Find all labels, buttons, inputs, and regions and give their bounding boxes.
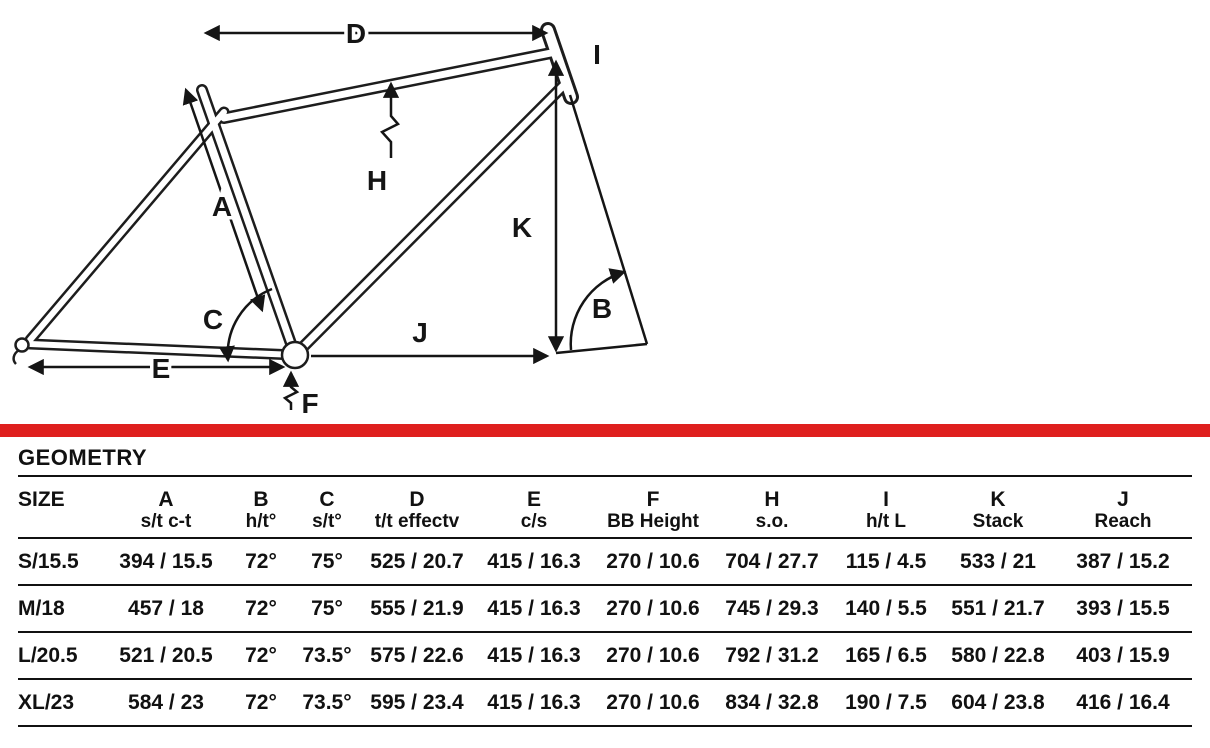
frame-geometry-diagram: D I H A K B C J E F (12, 18, 649, 419)
value-cell: 575 / 22.6 (358, 632, 476, 681)
title-underline (18, 475, 1192, 477)
ground-line (555, 342, 648, 355)
value-cell: 555 / 21.9 (358, 585, 476, 634)
dim-label-k: K (512, 212, 532, 243)
value-cell: 415 / 16.3 (476, 538, 592, 587)
red-divider-bar (0, 424, 1210, 437)
dim-h-line (379, 81, 401, 158)
value-cell: 393 / 15.5 (1054, 585, 1192, 634)
value-cell: 457 / 18 (106, 585, 226, 634)
bike-frame-svg: D I H A K B C J E F (12, 18, 649, 419)
value-cell: 604 / 23.8 (942, 679, 1054, 728)
size-cell: XL/23 (18, 679, 106, 728)
value-cell: 834 / 32.8 (714, 679, 830, 728)
value-cell: 415 / 16.3 (476, 585, 592, 634)
col-header-size: SIZE (18, 481, 106, 540)
value-cell: 533 / 21 (942, 538, 1054, 587)
value-cell: 75° (296, 538, 358, 587)
value-cell: 72° (226, 538, 296, 587)
value-cell: 270 / 10.6 (592, 632, 714, 681)
dim-f-line (282, 370, 300, 410)
value-cell: 415 / 16.3 (476, 679, 592, 728)
dimension-lines (27, 24, 649, 410)
value-cell: 190 / 7.5 (830, 679, 942, 728)
size-cell: S/15.5 (18, 538, 106, 587)
value-cell: 595 / 23.4 (358, 679, 476, 728)
value-cell: 73.5° (296, 679, 358, 728)
value-cell: 387 / 15.2 (1054, 538, 1192, 587)
size-cell: L/20.5 (18, 632, 106, 681)
value-cell: 521 / 20.5 (106, 632, 226, 681)
dim-c-arc (218, 287, 273, 363)
dim-label-a: A (212, 191, 232, 222)
dim-label-j: J (412, 317, 428, 348)
size-cell: M/18 (18, 585, 106, 634)
section-title: GEOMETRY (18, 445, 148, 470)
dim-label-d: D (346, 18, 366, 49)
value-cell: 270 / 10.6 (592, 585, 714, 634)
frame-tubes-inner (27, 25, 576, 359)
dim-label-e: E (152, 353, 171, 384)
value-cell: 115 / 4.5 (830, 538, 942, 587)
value-cell: 73.5° (296, 632, 358, 681)
value-cell: 72° (226, 632, 296, 681)
value-cell: 75° (296, 585, 358, 634)
value-cell: 416 / 16.4 (1054, 679, 1192, 728)
value-cell: 72° (226, 679, 296, 728)
value-cell: 704 / 27.7 (714, 538, 830, 587)
value-cell: 551 / 21.7 (942, 585, 1054, 634)
rear-dropout (12, 337, 30, 365)
headtube-extension-line (568, 94, 649, 345)
value-cell: 792 / 31.2 (714, 632, 830, 681)
dim-label-c: C (203, 304, 223, 335)
value-cell: 415 / 16.3 (476, 632, 592, 681)
value-cell: 72° (226, 585, 296, 634)
value-cell: 403 / 15.9 (1054, 632, 1192, 681)
value-cell: 584 / 23 (106, 679, 226, 728)
value-cell: 165 / 6.5 (830, 632, 942, 681)
value-cell: 745 / 29.3 (714, 585, 830, 634)
dim-label-f: F (301, 388, 318, 419)
dim-a-line (182, 87, 266, 313)
value-cell: 525 / 20.7 (358, 538, 476, 587)
bottom-bracket (280, 340, 310, 370)
dim-label-i: I (593, 39, 601, 70)
dim-label-h: H (367, 165, 387, 196)
value-cell: 140 / 5.5 (830, 585, 942, 634)
frame-tubes-outline (24, 22, 579, 361)
value-cell: 580 / 22.8 (942, 632, 1054, 681)
dim-label-b: B (592, 293, 612, 324)
value-cell: 270 / 10.6 (592, 679, 714, 728)
value-cell: 270 / 10.6 (592, 538, 714, 587)
value-cell: 394 / 15.5 (106, 538, 226, 587)
dim-b-arc (569, 268, 627, 351)
